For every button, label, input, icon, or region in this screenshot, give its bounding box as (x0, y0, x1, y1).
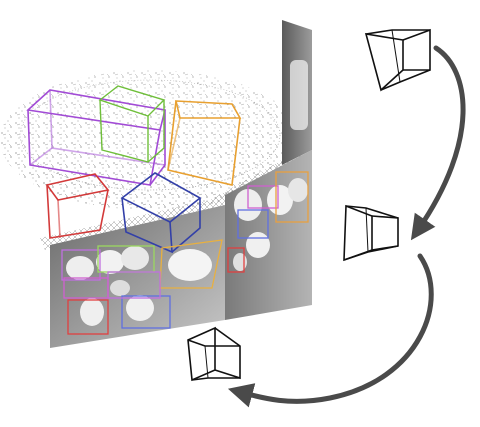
wireframe-boxes (26, 85, 242, 254)
arrow-middle-to-bottom (227, 253, 434, 408)
wireframe-box-green (98, 85, 166, 163)
camera-top-icon (364, 28, 431, 92)
image-box (237, 209, 269, 239)
image-box (275, 171, 309, 223)
image-box (227, 247, 245, 273)
image-boxes-right (227, 171, 309, 273)
camera-middle-icon (343, 204, 399, 262)
image-box (159, 239, 223, 289)
wireframe-box-orange (167, 100, 242, 186)
camera-bottom-icon (187, 326, 241, 382)
image-box (63, 277, 109, 299)
wireframe-box-red (45, 173, 110, 239)
panel-left-objects (66, 246, 212, 326)
wireframe-box-blue (120, 172, 202, 254)
image-boxes-left (61, 239, 223, 335)
image-box (121, 295, 171, 329)
point-cloud (0, 70, 310, 250)
image-box (247, 185, 279, 209)
motion-arrows (227, 45, 466, 408)
image-panel-left (50, 205, 225, 348)
image-box (67, 299, 109, 335)
image-box (61, 249, 101, 281)
arrow-top-to-middle (410, 45, 466, 241)
